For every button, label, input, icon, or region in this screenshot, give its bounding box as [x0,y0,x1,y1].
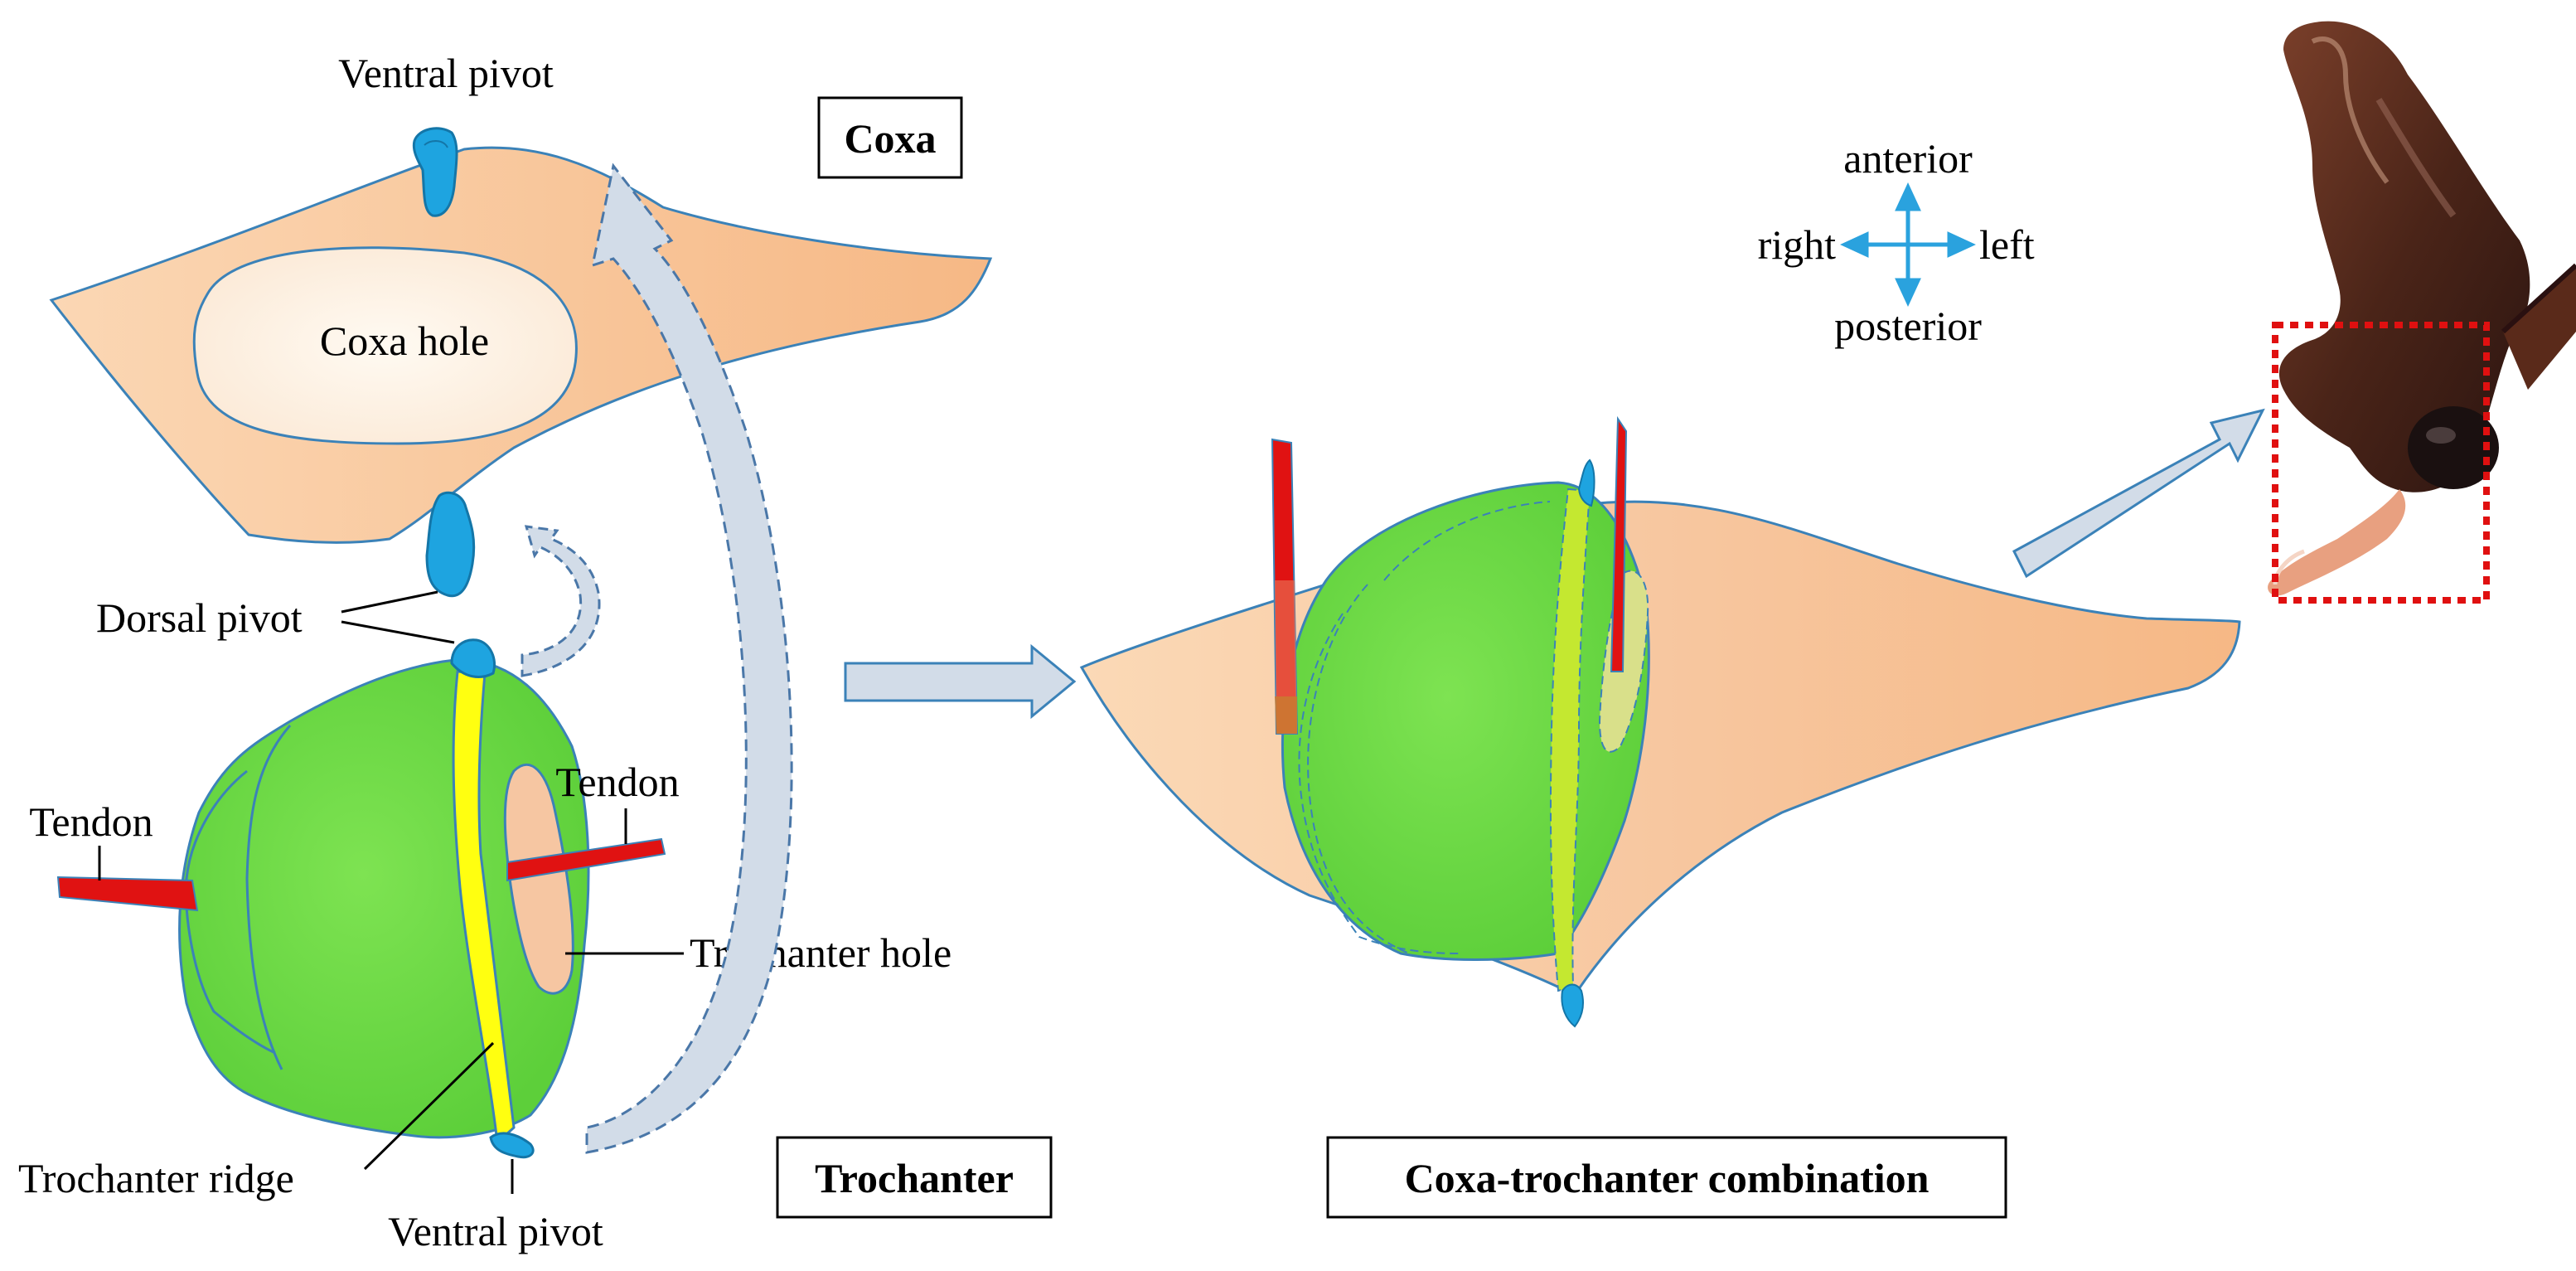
dorsal-pivot-label: Dorsal pivot [96,594,303,641]
compass-anterior: anterior [1843,135,1973,182]
compass-right: right [1758,221,1837,268]
combination-tendon-right [1610,415,1628,672]
ventral-pivot-top-label: Ventral pivot [338,50,554,96]
trochanter-ridge-leader [363,1041,495,1171]
ventral-pivot-top [412,127,458,217]
dorsal-pivot-leader-1 [341,590,438,614]
coxa-hole-label: Coxa hole [320,318,489,364]
large-curved-arrow [585,163,793,1154]
compass: anterior posterior right left [1758,135,2035,349]
combination-tendon-left [1271,438,1299,735]
combination-title-box: Coxa-trochanter combination [1326,1136,2007,1219]
tendon-left-label: Tendon [29,798,153,845]
dorsal-pivot-leader-2 [341,620,455,644]
beetle-leg-photo [2268,21,2576,596]
trochanter-hole [503,763,574,995]
compass-left: left [1979,221,2035,268]
combination-title: Coxa-trochanter combination [1405,1155,1930,1201]
coxa-title: Coxa [844,115,936,162]
compass-posterior: posterior [1834,303,1982,349]
arrow-to-photo [2012,408,2265,579]
arrow-to-combination [844,643,1077,720]
photo-highlight-box [2272,322,2490,604]
tendon-left [56,876,199,912]
tendon-right [506,837,666,882]
trochanter-title: Trochanter [815,1155,1014,1201]
small-curved-arrow [521,525,601,677]
trochanter-title-box: Trochanter [776,1136,1053,1219]
combination-pivot-bottom [1561,983,1584,1028]
trochanter-ridge-label: Trochanter ridge [18,1155,294,1201]
tendon-right-label: Tendon [555,759,679,805]
coxa-title-box: Coxa [817,96,963,179]
combination-pivot-top [1577,458,1595,507]
coxa-hole [192,246,578,445]
ventral-pivot-bottom-label: Ventral pivot [388,1208,603,1254]
compass-arrows-icon [1840,182,1976,307]
dorsal-pivot-coxa [425,491,476,598]
dorsal-pivot-trochanter [450,638,496,678]
combination-coxa [1079,500,2241,997]
ventral-pivot-bottom [489,1132,535,1159]
combination-trochanter [1281,481,1650,961]
